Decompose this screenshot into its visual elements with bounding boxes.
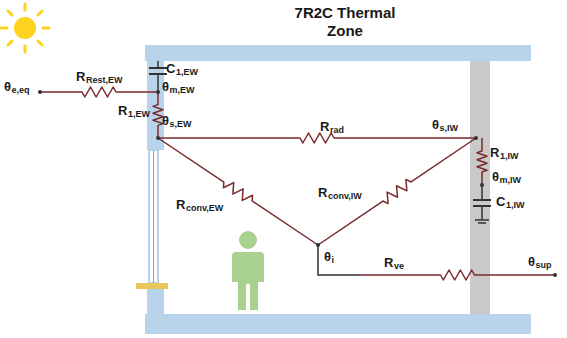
subscript-label: 1,EW (176, 68, 198, 77)
internal-wall (470, 61, 490, 314)
wire (318, 245, 360, 275)
temperature-label: θ (4, 80, 11, 93)
subscript-label: e,eq (12, 86, 30, 95)
subscript-label: ve (394, 262, 404, 271)
resistor-label: R (490, 146, 499, 159)
node-dot (156, 90, 160, 94)
subscript-label: s,EW (170, 120, 192, 129)
node-dot (316, 243, 320, 247)
capacitor-symbol (473, 199, 491, 201)
temperature-label: θ (324, 250, 331, 263)
resistor-label: R (384, 256, 393, 269)
temperature-label: θ (162, 80, 169, 93)
diagram-title: 7R2C Thermal Zone (280, 4, 410, 40)
resistor-label: R (118, 104, 127, 117)
subscript-label: sup (536, 261, 552, 270)
wire (157, 61, 159, 68)
subscript-label: 1,EW (128, 110, 150, 119)
roof-slab (145, 45, 531, 61)
node-dot (38, 90, 42, 94)
ground-symbol (478, 222, 486, 224)
subscript-label: Rest,EW (86, 76, 123, 85)
subscript-label: conv,EW (186, 204, 223, 213)
temperature-label: θ (528, 255, 535, 268)
resistor-label: R (318, 186, 327, 199)
subscript-label: conv,IW (328, 192, 362, 201)
person-icon (232, 231, 264, 310)
node-dot (474, 136, 478, 140)
subscript-label: rad (330, 126, 344, 135)
temperature-label: θ (492, 170, 499, 183)
external-wall-lower (147, 289, 164, 315)
wire (481, 206, 483, 220)
node-dot (553, 273, 557, 277)
resistor-label: R (176, 198, 185, 211)
window-frame (149, 150, 158, 283)
ground-symbol (475, 219, 489, 221)
resistor-symbol (153, 92, 163, 138)
resistor-label: R (320, 120, 329, 133)
resistor-symbol (477, 138, 487, 185)
resistor-symbol (360, 270, 555, 280)
resistor-symbol (158, 133, 476, 143)
external-wall (147, 45, 164, 150)
wire (157, 74, 159, 92)
resistor-label: R (76, 70, 85, 83)
node-dot (156, 136, 160, 140)
window-glass (153, 150, 154, 283)
floor-slab (145, 314, 531, 334)
resistor-symbol (318, 138, 476, 245)
resistor-symbol (40, 87, 158, 97)
temperature-label: θ (162, 114, 169, 127)
wire (481, 185, 483, 200)
temperature-label: θ (432, 118, 439, 131)
subscript-label: m,IW (500, 176, 522, 185)
subscript-label: 1,IW (506, 201, 525, 210)
capacitor-label: C (496, 195, 505, 208)
subscript-label: 1,IW (500, 152, 519, 161)
window-sill (136, 283, 168, 289)
node-dot (480, 183, 484, 187)
capacitor-symbol (149, 67, 167, 69)
subscript-label: i (332, 256, 335, 265)
subscript-label: s,IW (440, 124, 459, 133)
capacitor-label: C (166, 62, 175, 75)
subscript-label: m,EW (170, 86, 195, 95)
resistor-symbol (158, 138, 318, 245)
sun-icon (1, 4, 49, 52)
